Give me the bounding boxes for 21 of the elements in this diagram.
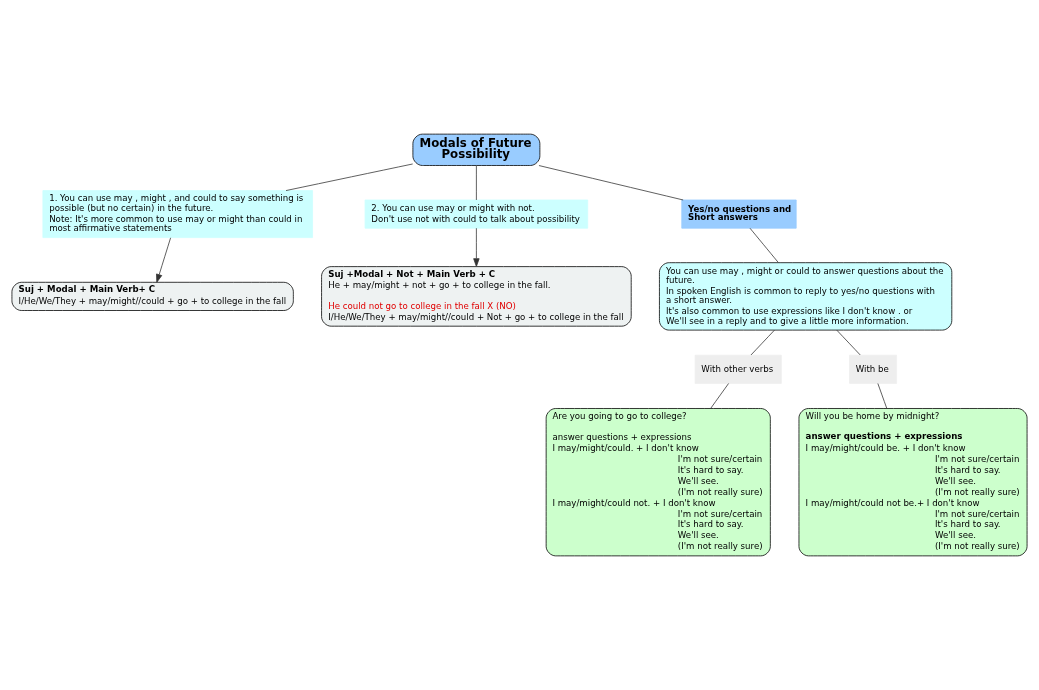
arrow [156,237,171,283]
connector [710,383,729,409]
node-box: 1. You can use may , might , and could to say something is possible (but no certain) in the future. Note: It's more common to use may or might than could in most affirmative statements [42,190,313,238]
arrow [473,227,480,267]
connector [476,165,477,201]
node-box: With be [849,354,897,384]
node-box: Yes/no questions and Short answers [681,199,797,229]
node-box: With other verbs [694,354,782,384]
node-box: Are you going to go to college? answer questions + expressions I may/might/could. + I don't know I'm not sure/certain It's hard to say. We'll see. (I'm not really sure) I may/might/could not. + I don't know I'm not sure/certain It's hard to say. We'll see. (I'm not really sure) [545,408,771,557]
connector [836,329,861,356]
connector [750,329,775,356]
connector [749,227,779,263]
connector [538,165,684,201]
node-box: Suj + Modal + Main Verb+ C I/He/We/They + may/might//could + go + to college in the fall [11,281,294,311]
connector [285,163,414,191]
node-box: Will you be home by midnight? answer questions + expressions I may/might/could be. + I don't know I'm not sure/certain It's hard to say. We'll see. (I'm not really sure) I may/might/could not be.+ I don't know I'm not sure/certain It's hard to say. We'll see. (I'm not really sure) [798,408,1028,557]
connector [877,383,888,409]
node-box: You can use may , might or could to answer questions about the future. In spoken English is common to reply to yes/no questions with a short answer. It's also common to use expressions like I don't know . or We'll see in a reply and to give a little more information. [659,262,953,331]
node-box: 2. You can use may or might with not. Don't use not with could to talk about possibility [364,199,589,229]
node-box: Suj +Modal + Not + Main Verb + C He + may/might + not + go + to college in the fall. He could not go to college in the fall X (NO) I/He/We/They + may/might//could + Not + go + to college in the fall [321,266,632,327]
node-box: Modals of Future Possibility [412,133,541,166]
